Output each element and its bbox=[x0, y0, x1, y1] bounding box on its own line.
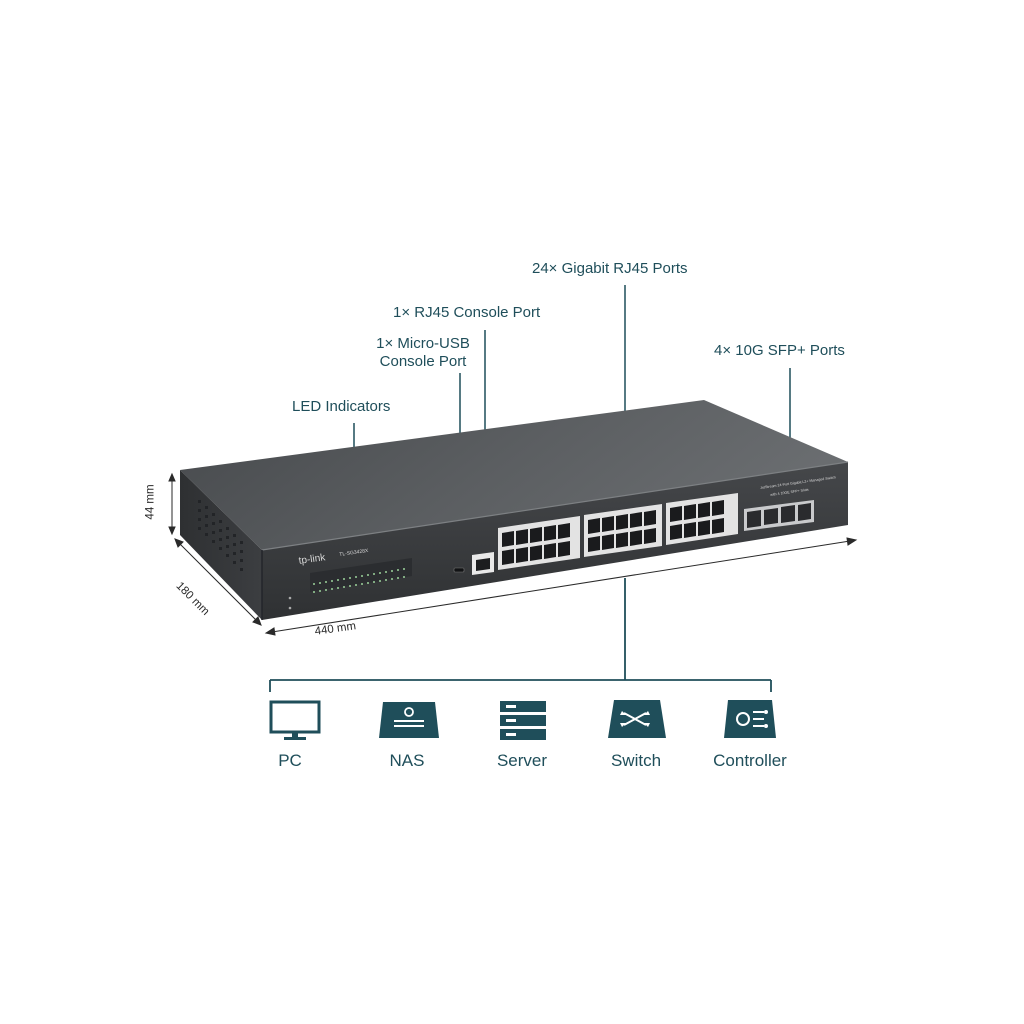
micro-usb-port bbox=[453, 567, 465, 573]
rj45-port-block-2 bbox=[584, 504, 662, 557]
rj45-port-block-3 bbox=[666, 493, 738, 545]
dimension-height: 44 mm bbox=[144, 484, 157, 520]
controller-icon bbox=[724, 700, 776, 738]
rj45-console-port bbox=[472, 552, 494, 575]
connection-bracket bbox=[269, 578, 772, 692]
server-icon bbox=[500, 701, 546, 740]
device-label-pc: PC bbox=[278, 751, 302, 770]
callout-usb-console-line1: 1× Micro-USB bbox=[376, 335, 470, 352]
side-vent bbox=[198, 500, 243, 571]
led-panel bbox=[288, 558, 412, 610]
callout-usb-console: 1× Micro-USB Console Port bbox=[371, 335, 475, 371]
chassis-side bbox=[180, 470, 262, 620]
rj45-port-block-1 bbox=[498, 516, 580, 570]
callout-rj45-console: 1× RJ45 Console Port bbox=[393, 304, 541, 321]
sfp-port-cages bbox=[744, 500, 814, 531]
device-label-server: Server bbox=[496, 751, 548, 770]
dimension-lines bbox=[168, 472, 858, 636]
device-label-nas: NAS bbox=[389, 751, 425, 770]
callout-rj45-ports: 24× Gigabit RJ45 Ports bbox=[532, 260, 688, 277]
callout-sfp-ports: 4× 10G SFP+ Ports bbox=[714, 342, 845, 359]
chassis-top bbox=[180, 400, 848, 550]
pc-monitor-icon bbox=[269, 700, 321, 740]
callout-usb-console-line2: Console Port bbox=[379, 353, 467, 370]
device-label-switch: Switch bbox=[610, 751, 662, 770]
callout-led-indicators: LED Indicators bbox=[292, 398, 391, 415]
device-label-controller: Controller bbox=[713, 751, 787, 770]
nas-icon bbox=[379, 702, 439, 738]
switch-icon bbox=[608, 700, 666, 738]
